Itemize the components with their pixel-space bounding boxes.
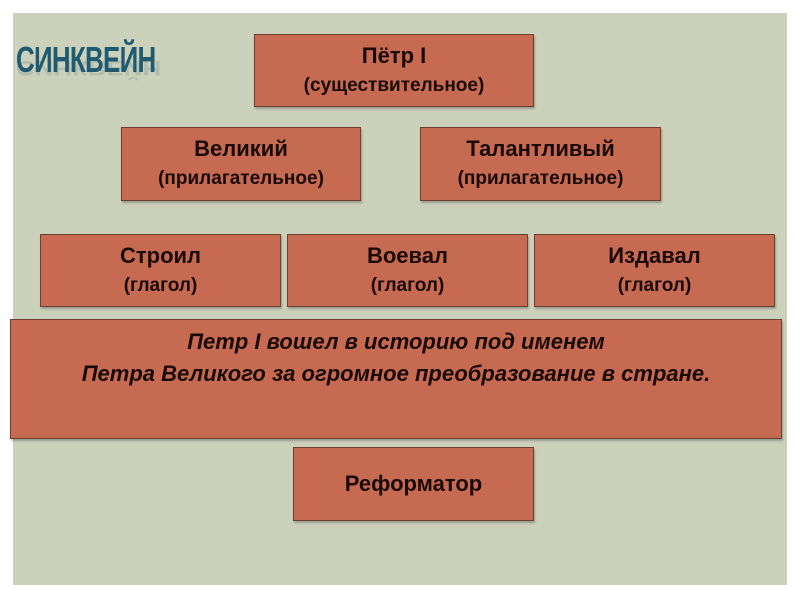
sentence-box: Петр I вошел в историю под именем Петра … bbox=[10, 319, 782, 439]
noun-role: (существительное) bbox=[303, 74, 485, 96]
adjective-box-2: Талантливый (прилагательное) bbox=[420, 127, 661, 201]
slide-title: СИНКВЕЙН bbox=[16, 39, 156, 80]
verb-word: Издавал bbox=[608, 242, 701, 268]
adjective-word: Великий bbox=[194, 136, 288, 161]
adjective-box-1: Великий (прилагательное) bbox=[121, 127, 361, 201]
sentence-line-2: Петра Великого за огромное преобразовани… bbox=[81, 361, 711, 386]
summary-box: Реформатор bbox=[293, 447, 534, 521]
slide-title-reflection: СИНКВЕЙН bbox=[16, 56, 162, 81]
verb-role: (глагол) bbox=[617, 274, 692, 296]
summary-word: Реформатор bbox=[344, 471, 483, 496]
adjective-role: (прилагательное) bbox=[457, 168, 624, 189]
verb-box-1: Строил (глагол) bbox=[40, 234, 281, 307]
noun-word: Пётр I bbox=[361, 42, 427, 68]
adjective-role: (прилагательное) bbox=[158, 168, 324, 189]
verb-role: (глагол) bbox=[370, 274, 445, 296]
adjective-word: Талантливый bbox=[466, 136, 615, 161]
verb-box-2: Воевал (глагол) bbox=[287, 234, 528, 307]
sentence-line-1: Петр I вошел в историю под именем bbox=[187, 329, 605, 354]
verb-box-3: Издавал (глагол) bbox=[534, 234, 775, 307]
noun-box: Пётр I (существительное) bbox=[254, 34, 534, 107]
verb-role: (глагол) bbox=[123, 274, 198, 296]
verb-word: Воевал bbox=[366, 242, 448, 268]
verb-word: Строил bbox=[119, 242, 202, 268]
